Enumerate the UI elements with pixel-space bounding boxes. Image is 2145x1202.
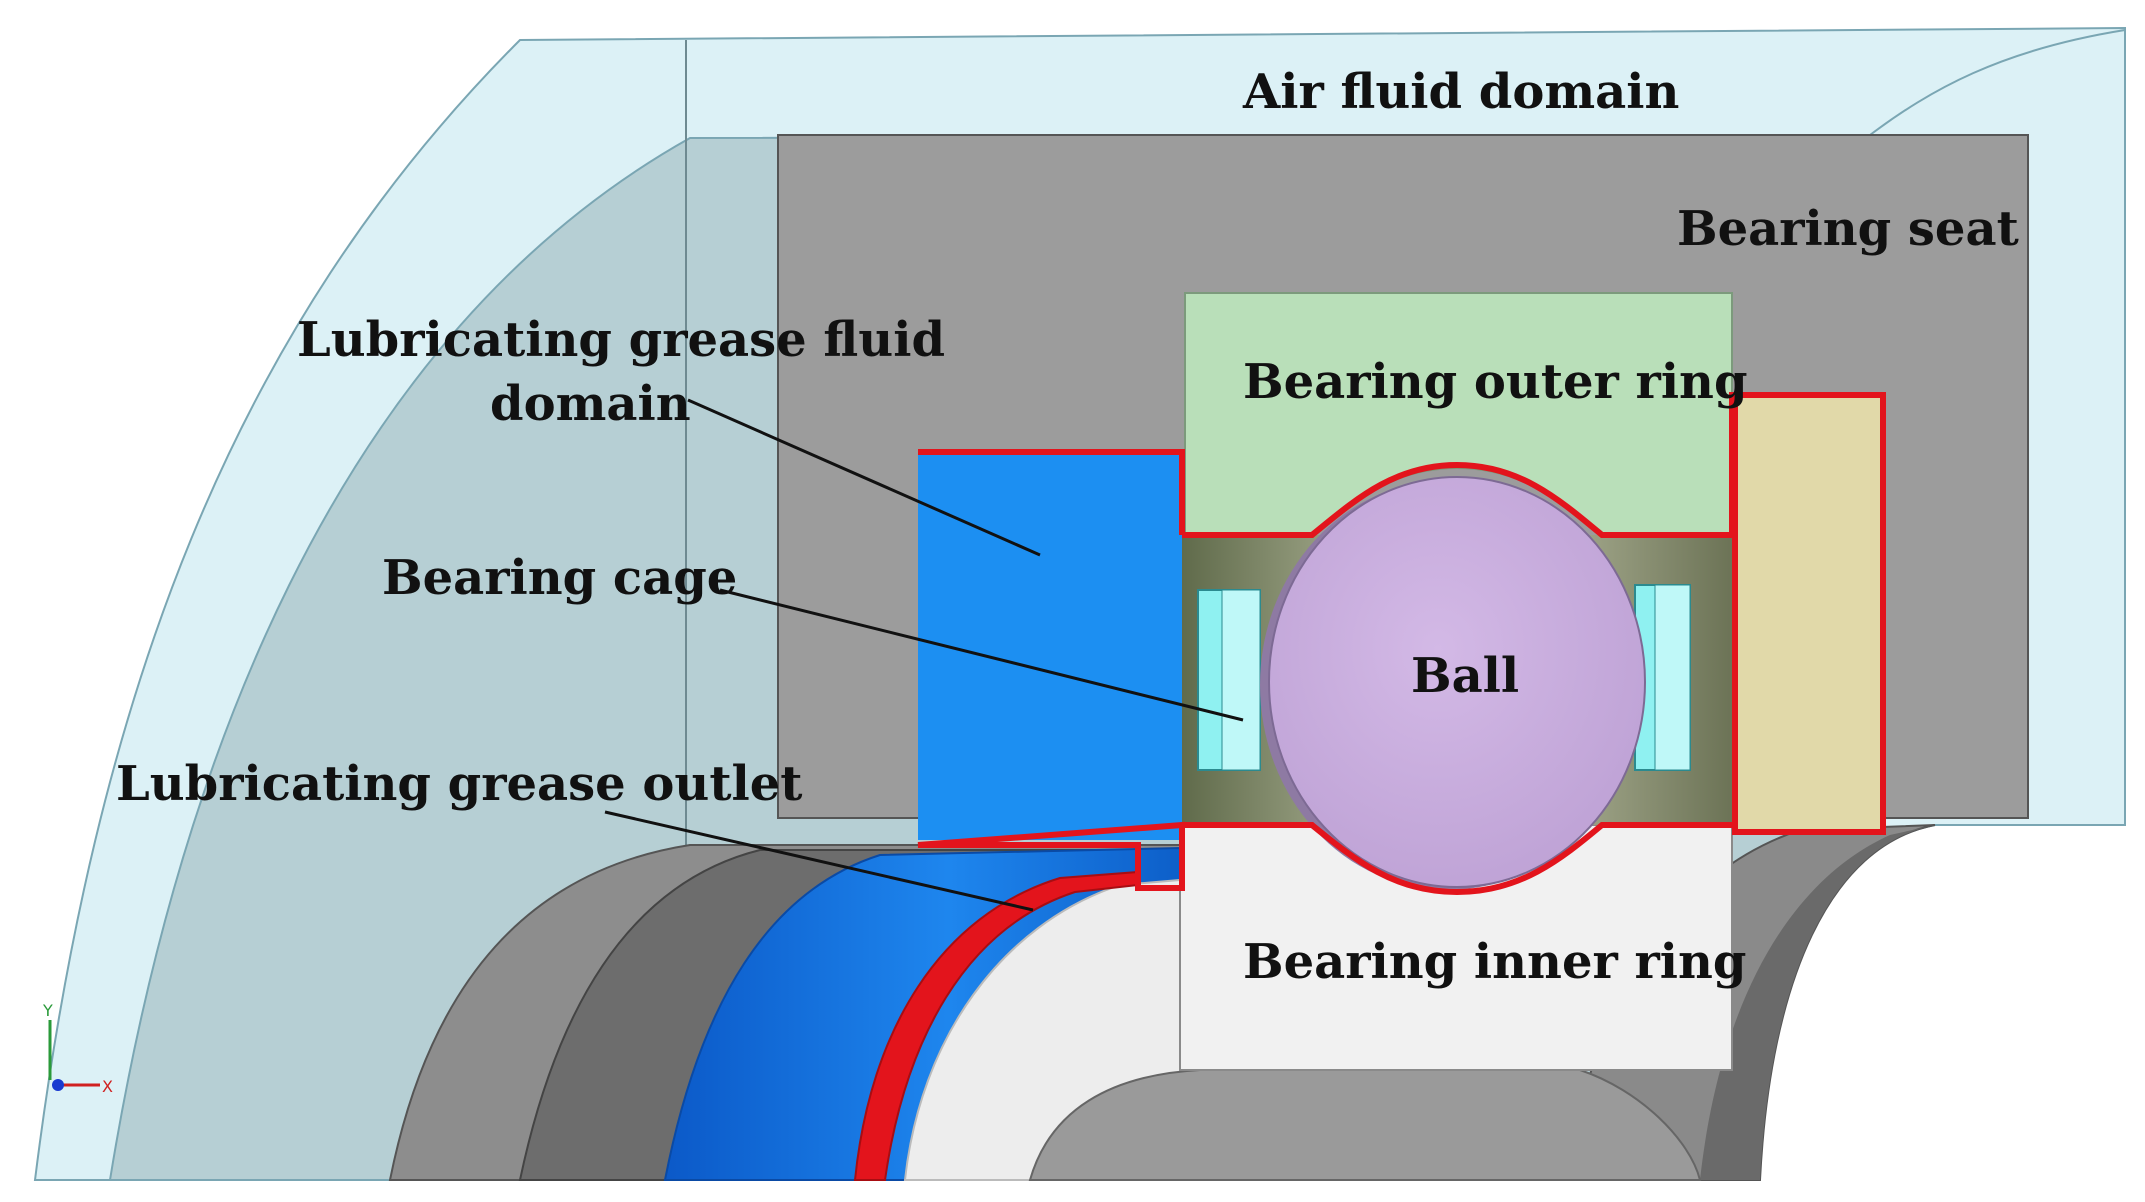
label-bearing-cage: Bearing cage — [382, 550, 737, 606]
label-bearing-seat: Bearing seat — [1677, 201, 2019, 257]
leader-line-grease-domain — [687, 398, 1041, 557]
axis-y-label: Y — [42, 1001, 53, 1020]
grease-fluid-domain-region — [918, 452, 1182, 840]
raceway-outline-lower — [1182, 822, 1735, 896]
bearing-cage-left-face — [1221, 589, 1261, 771]
bearing-cage-right-face — [1654, 584, 1691, 771]
label-grease-domain-line1: Lubricating grease fluid — [297, 312, 945, 368]
leader-line-grease-outlet — [604, 810, 1034, 912]
label-bearing-inner-ring: Bearing inner ring — [1243, 934, 1746, 990]
air-domain-top-right-curve — [1869, 29, 2126, 136]
label-air-fluid-domain: Air fluid domain — [1242, 64, 1679, 120]
label-grease-outlet: Lubricating grease outlet — [116, 756, 802, 812]
raceway-outline-upper — [1182, 392, 1735, 538]
label-ball: Ball — [1411, 648, 1519, 704]
label-grease-domain-line2: domain — [490, 376, 691, 432]
axis-triad: Y X — [42, 1001, 113, 1096]
axis-origin-dot — [52, 1079, 64, 1091]
right-housing-band-dark — [1700, 825, 1935, 1180]
label-bearing-outer-ring: Bearing outer ring — [1243, 354, 1748, 410]
seal-region — [1732, 392, 1886, 835]
leader-line-bearing-cage — [719, 588, 1244, 722]
grease-fluid-domain-outline — [917, 449, 1185, 891]
ball-region — [1268, 476, 1646, 888]
axis-x-label: X — [102, 1077, 113, 1096]
shaft-lower-segment — [1028, 1069, 1702, 1181]
